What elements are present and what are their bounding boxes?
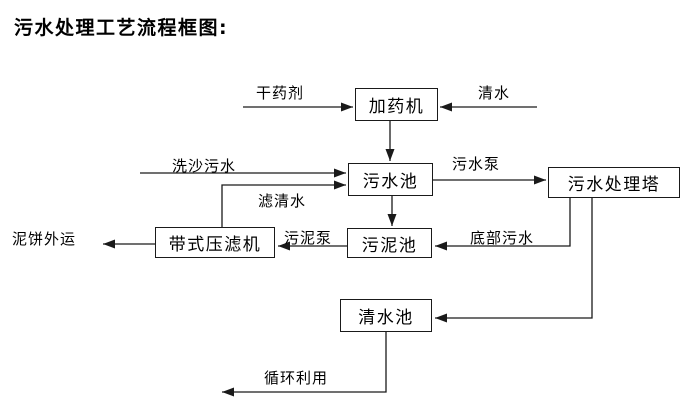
flow-label-mud-cake-outbound: 泥饼外运: [12, 230, 77, 248]
flow-label-dry-chemical: 干药剂: [256, 84, 305, 102]
flow-label-bottom-sewage: 底部污水: [470, 229, 535, 247]
node-belt-filter-press: 带式压滤机: [155, 227, 275, 258]
node-dosing-machine: 加药机: [355, 88, 438, 121]
arrow-tower-to-clean-pool: [435, 198, 593, 323]
arrow-tower-bottom-to-sludge-pool: [435, 198, 571, 251]
flow-label-recycle-reuse: 循环利用: [264, 369, 329, 387]
flow-label-sand-washing-sewage: 洗沙污水: [172, 157, 237, 175]
diagram-title: 污水处理工艺流程框图:: [14, 17, 229, 39]
flow-label-sludge-pump: 污泥泵: [284, 229, 333, 247]
flow-label-clean-water: 清水: [478, 84, 511, 102]
arrow-filtered-water-to-sewage-pool: [221, 180, 346, 227]
node-clean-water-pool: 清水池: [340, 299, 432, 332]
node-sewage-pool: 污水池: [348, 163, 433, 196]
arrow-clean-pool-to-recycle: [222, 332, 387, 397]
node-sewage-treatment-tower: 污水处理塔: [548, 167, 680, 198]
flow-label-filtered-water: 滤清水: [258, 192, 307, 210]
flow-label-sewage-pump: 污水泵: [452, 155, 501, 173]
node-sludge-pool: 污泥池: [347, 228, 432, 258]
